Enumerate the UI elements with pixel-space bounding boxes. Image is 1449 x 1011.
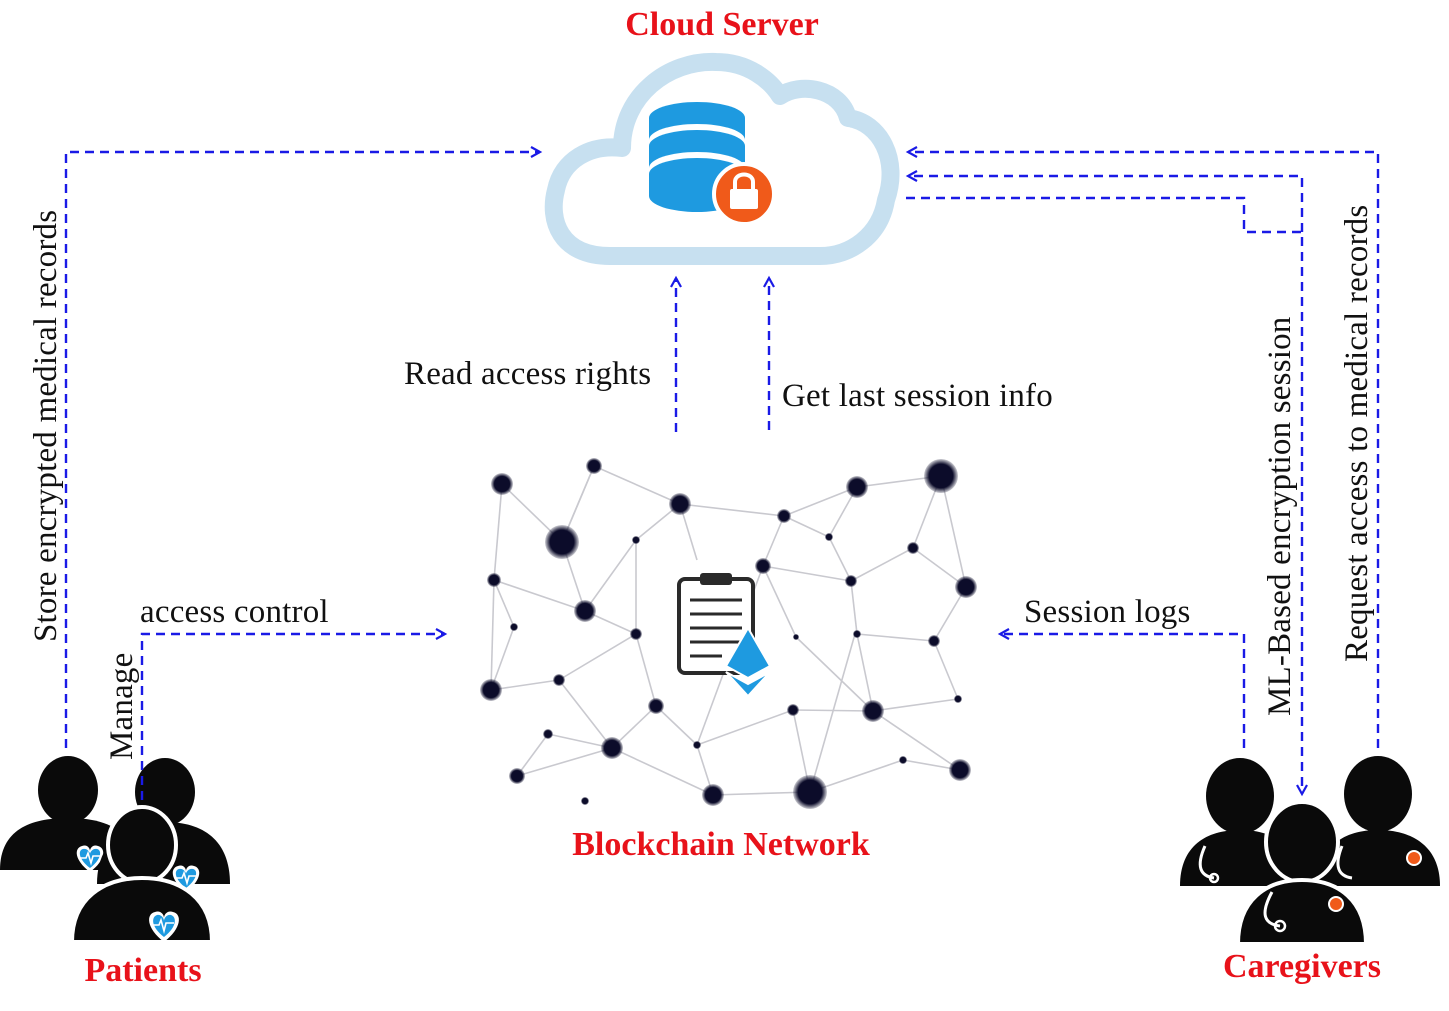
read-access-rights-label: Read access rights xyxy=(404,356,652,392)
last-session-info-label: Get last session info xyxy=(782,378,1053,414)
blockchain-network-icon xyxy=(480,458,977,809)
patients-title: Patients xyxy=(84,952,202,989)
request-access-arrow xyxy=(905,146,1380,748)
caregiver-figure-right xyxy=(1318,756,1440,886)
heart-monitor-icon xyxy=(76,845,104,872)
session-logs-arrow xyxy=(997,628,1246,748)
store-records-arrow xyxy=(64,146,543,748)
access-control-label: access control xyxy=(140,594,329,630)
network-nodes xyxy=(480,458,977,809)
ml-encryption-session-label: ML-Based encryption session xyxy=(1262,316,1298,717)
caregivers-icon xyxy=(1180,756,1440,946)
patients-icon xyxy=(0,756,230,944)
request-access-label: Request access to medical records xyxy=(1339,204,1375,662)
ml-session-to-cloud-arrow xyxy=(905,170,1304,232)
store-records-label: Store encrypted medical records xyxy=(28,209,64,642)
lock-icon xyxy=(712,162,776,226)
session-logs-label: Session logs xyxy=(1024,594,1191,630)
clipboard-ledger-icon xyxy=(677,573,755,675)
cloud-server-title: Cloud Server xyxy=(625,6,819,43)
caregiver-figure-front xyxy=(1235,800,1369,946)
ethereum-icon xyxy=(724,626,772,698)
caregivers-title: Caregivers xyxy=(1223,948,1381,985)
manage-label: Manage xyxy=(104,652,140,760)
blockchain-network-title: Blockchain Network xyxy=(572,826,870,863)
manage-access-arrow xyxy=(140,628,448,800)
heart-monitor-icon xyxy=(149,911,179,942)
ml-session-to-caregivers-arrow xyxy=(906,196,1308,797)
cloud-server-icon xyxy=(544,52,900,265)
patient-figure-front xyxy=(69,805,215,944)
